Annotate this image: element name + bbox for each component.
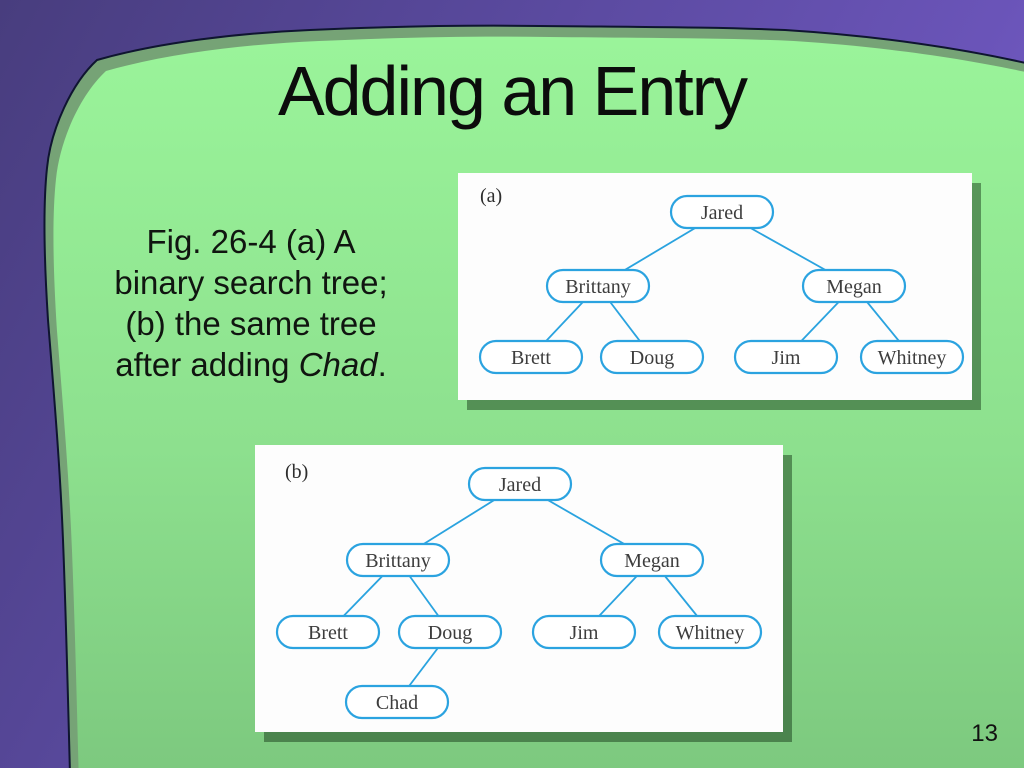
figure-a-label: (a) [480, 185, 503, 207]
page-number: 13 [971, 720, 998, 747]
tree-node-label: Brett [308, 622, 348, 644]
tree-node-label: Jim [772, 347, 801, 369]
caption-line: binary search tree; [114, 264, 388, 301]
tree-node-label: Jared [499, 474, 541, 496]
tree-node-pill [733, 339, 839, 375]
tree-node-pill [275, 614, 381, 650]
caption-line: Fig. 26-4 (a) A [146, 223, 356, 260]
tree-node-megan: Megan [801, 268, 907, 304]
tree-node-label: Brett [511, 347, 551, 369]
tree-node-label: Jared [701, 202, 743, 224]
tree-node-jim: Jim [531, 614, 637, 650]
tree-node-doug: Doug [599, 339, 705, 375]
tree-node-pill [599, 542, 705, 578]
tree-node-pill [669, 194, 775, 230]
tree-node-whitney: Whitney [657, 614, 763, 650]
tree-node-brittany: Brittany [545, 268, 651, 304]
tree-node-brittany: Brittany [345, 542, 451, 578]
tree-node-jared: Jared [467, 466, 573, 502]
tree-node-whitney: Whitney [859, 339, 965, 375]
tree-node-jared: Jared [669, 194, 775, 230]
tree-node-label: Brittany [565, 276, 631, 298]
tree-node-pill [345, 542, 451, 578]
tree-node-pill [344, 684, 450, 720]
tree-node-label: Doug [630, 347, 674, 369]
caption-text: after adding [115, 346, 299, 383]
figure-caption: Fig. 26-4 (a) A binary search tree; (b) … [70, 221, 432, 385]
tree-node-label: Jim [570, 622, 599, 644]
tree-node-megan: Megan [599, 542, 705, 578]
tree-node-brett: Brett [275, 614, 381, 650]
tree-node-pill [531, 614, 637, 650]
tree-node-pill [657, 614, 763, 650]
tree-node-label: Brittany [365, 550, 431, 572]
slide-title: Adding an Entry [277, 52, 748, 130]
tree-node-doug: Doug [397, 614, 503, 650]
figure-b-label: (b) [285, 461, 309, 483]
tree-node-pill [467, 466, 573, 502]
tree-node-chad: Chad [344, 684, 450, 720]
tree-node-pill [599, 339, 705, 375]
caption-italic-word: Chad [298, 346, 378, 383]
caption-line: after adding Chad. [70, 344, 432, 385]
tree-node-pill [801, 268, 907, 304]
tree-node-pill [545, 268, 651, 304]
tree-node-pill [478, 339, 584, 375]
caption-line: (b) the same tree [125, 305, 377, 342]
caption-text: . [377, 346, 387, 383]
tree-node-jim: Jim [733, 339, 839, 375]
tree-node-label: Chad [376, 692, 418, 714]
tree-node-label: Whitney [676, 622, 745, 644]
tree-node-pill [859, 339, 965, 375]
tree-node-label: Whitney [878, 347, 947, 369]
tree-node-label: Doug [428, 622, 472, 644]
tree-node-brett: Brett [478, 339, 584, 375]
tree-node-label: Megan [624, 550, 680, 572]
tree-node-label: Megan [826, 276, 882, 298]
tree-node-pill [397, 614, 503, 650]
